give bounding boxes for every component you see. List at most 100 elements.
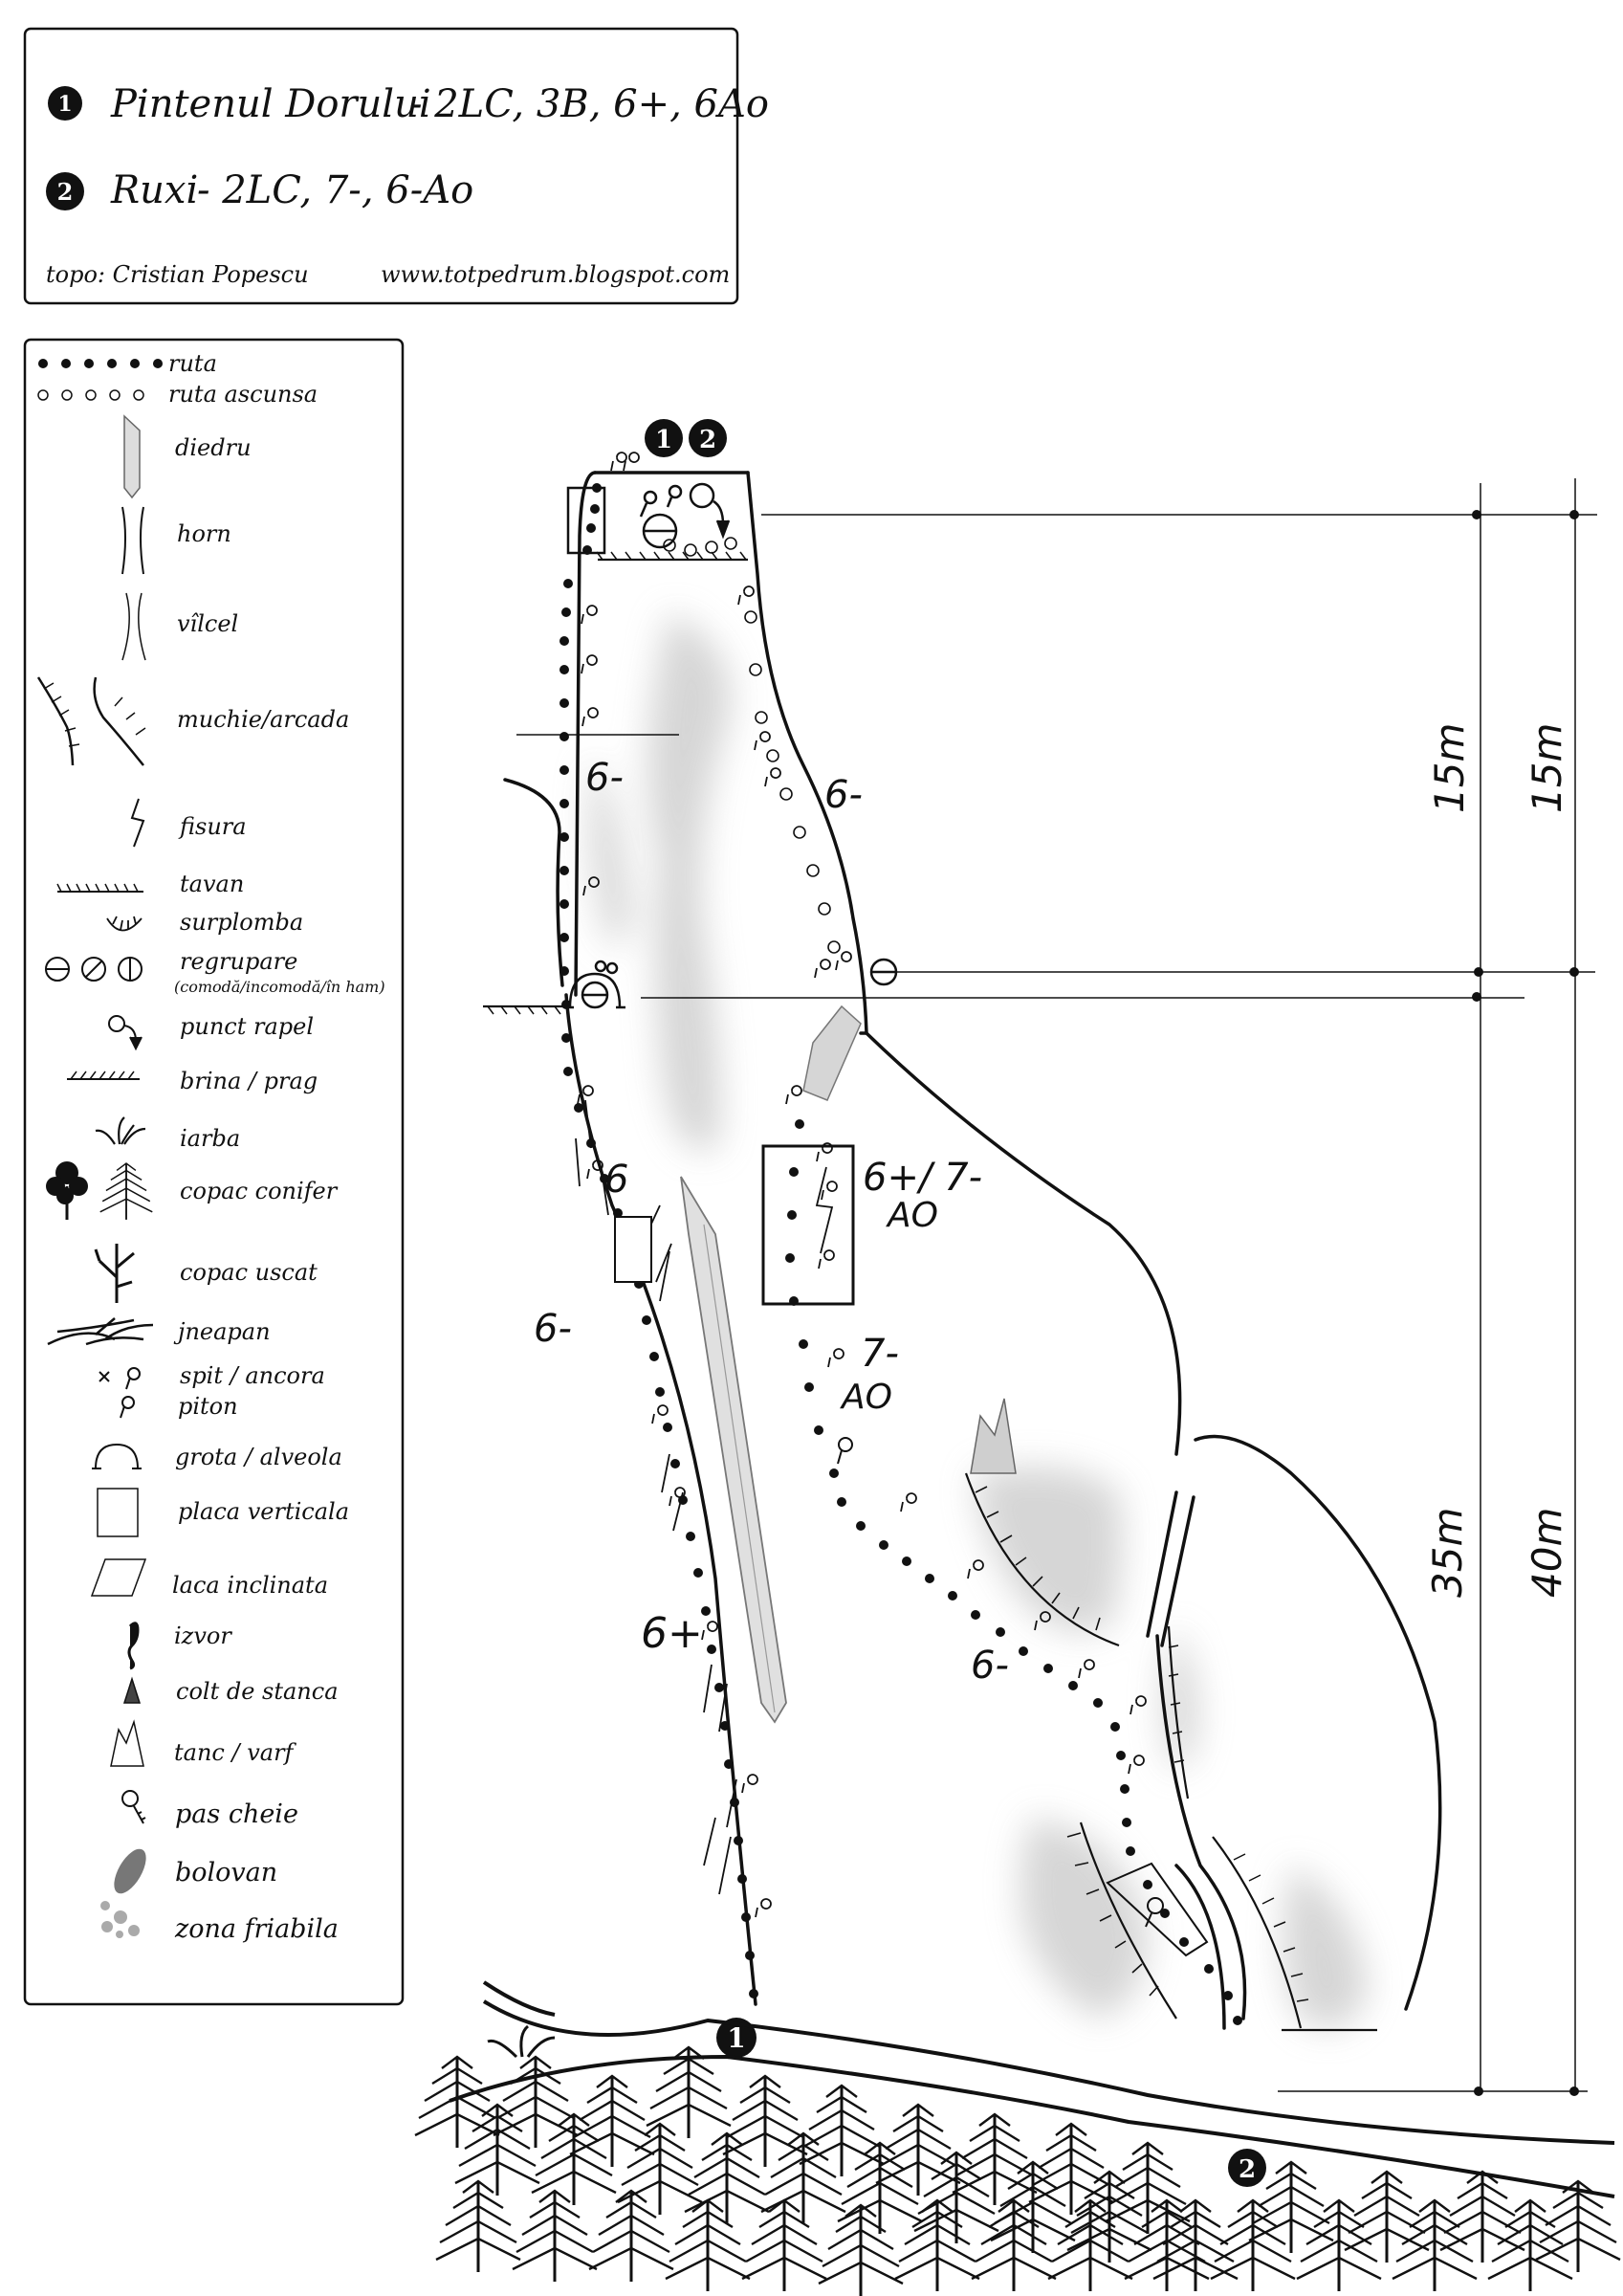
grade-label: 6-	[971, 1644, 1009, 1688]
legend-label-iarba: iarba	[180, 1125, 240, 1152]
crux-slab-box	[761, 1144, 855, 1306]
legend-label-izvor: izvor	[174, 1623, 232, 1649]
legend-label-zona-friabila: zona friabila	[174, 1914, 339, 1944]
legend-label-tavan: tavan	[180, 871, 244, 897]
legend-label-laca: laca inclinata	[172, 1572, 328, 1599]
grade-label: 6+/ 7-	[863, 1156, 982, 1200]
legend-label-brina: brina / prag	[180, 1068, 318, 1094]
tree-conifer-icon	[46, 1161, 154, 1221]
legend-label-diedru: diedru	[175, 434, 252, 461]
key-pass-icon	[121, 1790, 146, 1824]
dead-tree-icon	[94, 1244, 135, 1303]
legend-label-pas-cheie: pas cheie	[175, 1799, 298, 1829]
inclined-slab-icon	[90, 1558, 147, 1597]
route-markers: 1 2 1 2	[645, 419, 1266, 2187]
website-text: www.totpedrum.blogspot.com	[381, 261, 730, 288]
tavan-icon	[56, 883, 143, 893]
legend-label-spit: spit / ancora	[180, 1362, 325, 1389]
spit-piton-icon	[99, 1367, 141, 1419]
diedru-icon	[123, 414, 141, 499]
legend-route-dots-icon	[38, 359, 163, 368]
jneapan-icon	[47, 1317, 154, 1346]
marker-base-2: 2	[1239, 2155, 1256, 2184]
legend-box: ruta ruta ascunsa diedru horn vîlcel muc…	[23, 338, 405, 2006]
route1-number: 1	[57, 92, 72, 117]
boulder-icon	[114, 1848, 146, 1894]
legend-label-surplomba: surplomba	[180, 909, 303, 936]
grass-tuft	[487, 2024, 556, 2059]
grade-label: AO	[840, 1378, 892, 1417]
legend-label-bolovan: bolovan	[175, 1858, 277, 1888]
legend-label-muchie: muchie/arcada	[177, 706, 349, 733]
grade-label: 6+	[641, 1609, 703, 1658]
route1-grades: - 2LC, 3B, 6+, 6Ao	[409, 82, 769, 126]
dimension-label: 15m	[1426, 723, 1473, 813]
legend-label-placa: placa verticala	[178, 1498, 349, 1525]
legend-regrupare-note: (comodă/incomodă/în ham)	[174, 978, 385, 996]
legend-label-colt: colt de stanca	[176, 1678, 339, 1705]
legend-label-jneapan: jneapan	[173, 1318, 271, 1345]
grade-label: 6-	[824, 773, 863, 817]
summit-tower-icon	[110, 1719, 144, 1767]
vertical-slab-icon	[97, 1488, 139, 1537]
rappel-point-icon	[108, 1015, 143, 1051]
horn-icon	[121, 506, 144, 575]
inclined-slab-feature	[1106, 1862, 1209, 1957]
route2-hidden-dots	[663, 537, 841, 954]
grade-label: 6-	[585, 756, 624, 800]
grade-label: AO	[886, 1196, 938, 1235]
legend-label-regrupare: regrupare	[180, 948, 297, 975]
vertical-slab-feature	[614, 1216, 652, 1283]
rock-spike-icon	[122, 1676, 142, 1704]
vilcel-icon	[121, 592, 146, 661]
marker-base-1: 1	[727, 2022, 745, 2054]
credit-text: topo: Cristian Popescu	[46, 261, 309, 288]
legend-label-punct-rapel: punct rapel	[180, 1013, 314, 1040]
friable-zone-icon	[100, 1901, 140, 1938]
dimension-label: 35m	[1424, 1508, 1471, 1598]
cave-icon	[92, 1443, 142, 1469]
dimension-label: 15m	[1524, 723, 1570, 813]
cracks	[575, 1099, 834, 1895]
route2-grades: - 2LC, 7-, 6-Ao	[197, 168, 473, 212]
marker-top-1: 1	[655, 426, 672, 454]
legend-label-piton: piton	[178, 1393, 238, 1420]
legend-label-copac-uscat: copac uscat	[180, 1259, 318, 1286]
surplomba-icon	[106, 916, 143, 932]
brina-icon	[67, 1071, 140, 1080]
rock-tower	[970, 1398, 1017, 1474]
route2-name: Ruxi	[110, 168, 198, 212]
key-pass-markers	[837, 1437, 1164, 1928]
approach-trail	[449, 1980, 1615, 2198]
legend-label-copac: copac conifer	[180, 1178, 339, 1204]
measurement-ticks	[1472, 510, 1579, 2096]
legend-label-horn: horn	[177, 520, 231, 547]
marker-top-2: 2	[699, 426, 716, 454]
route1-name: Pintenul Dorului	[110, 82, 431, 126]
regrupare-icon	[45, 957, 143, 982]
legend-label-ruta-ascunsa: ruta ascunsa	[168, 381, 318, 408]
grade-label: 7-	[861, 1332, 899, 1376]
conifer-forest	[413, 2045, 1622, 2296]
dihedral-feature	[680, 1176, 787, 1724]
header-box: 1 Pintenul Dorului - 2LC, 3B, 6+, 6Ao 2 …	[23, 27, 769, 305]
small-dihedral	[802, 1004, 862, 1101]
legend-label-ruta: ruta	[168, 350, 217, 377]
edges-and-ledges	[483, 551, 1377, 2032]
fisura-icon	[130, 798, 145, 848]
legend-label-fisura: fisura	[178, 813, 247, 840]
legend-label-vilcel: vîlcel	[177, 610, 238, 637]
belay-top-station	[566, 482, 731, 555]
spring-icon	[127, 1622, 140, 1670]
muchie-icon	[36, 676, 146, 766]
dimension-label: 40m	[1524, 1508, 1570, 1598]
legend-label-tanc: tanc / varf	[174, 1739, 297, 1766]
legend-hidden-route-icon	[37, 389, 144, 401]
grade-label: 6	[604, 1158, 628, 1202]
grade-label: 6-	[534, 1307, 572, 1351]
route2-number: 2	[57, 178, 74, 206]
rock-shading	[589, 612, 1368, 2028]
grass-icon	[95, 1116, 146, 1145]
belay-mid-station	[564, 958, 898, 1009]
